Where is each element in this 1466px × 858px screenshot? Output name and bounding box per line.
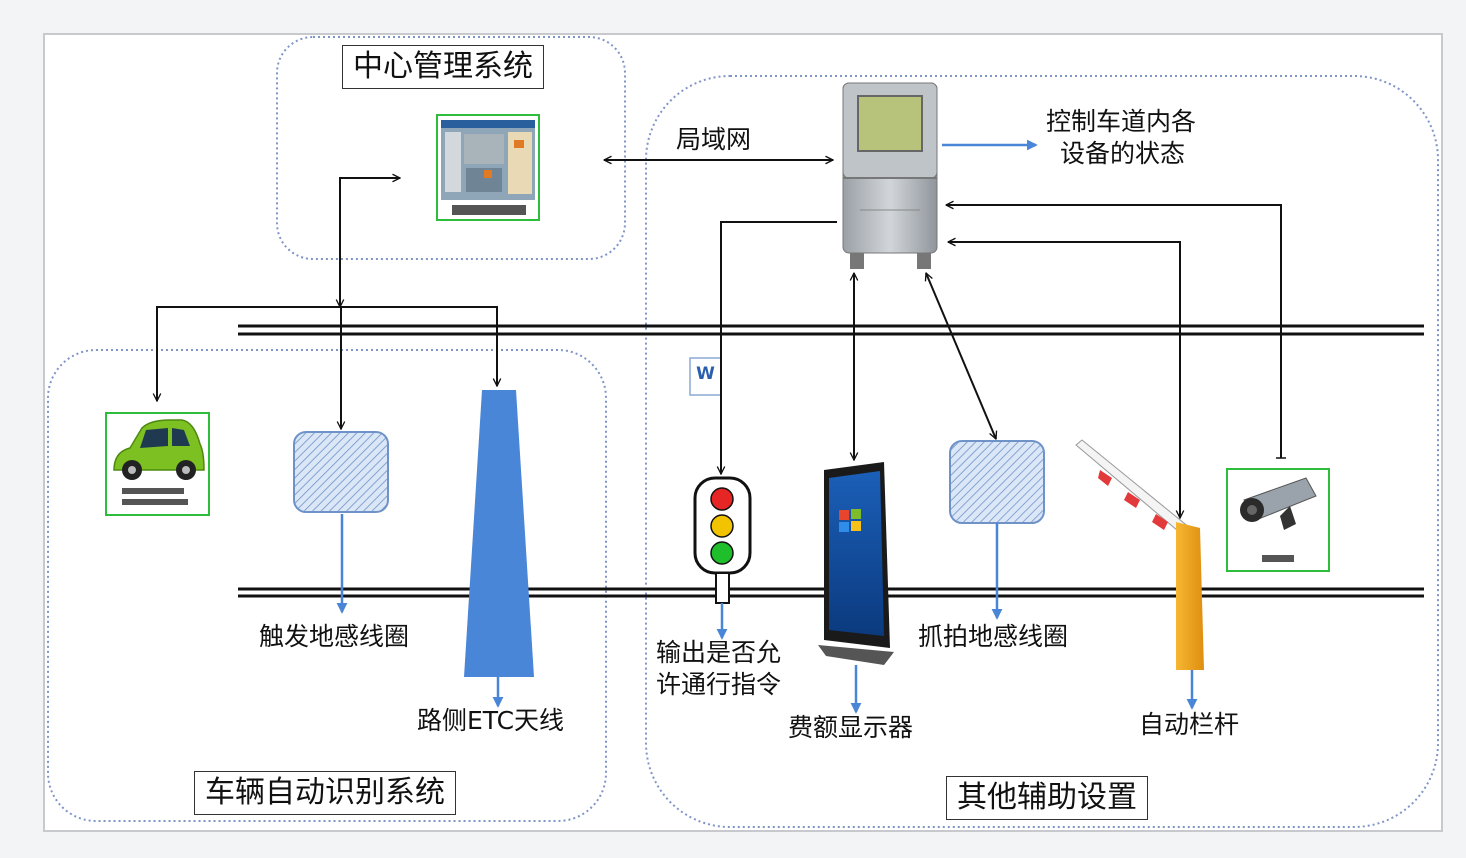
car-icon [105,412,210,516]
center-system-region [276,36,626,260]
auto-barrier-label: 自动栏杆 [1139,710,1240,739]
pass-command-label-line1: 输出是否允 [656,638,782,667]
road-lane-upper [238,324,1424,336]
traffic-light-icon [693,476,752,604]
roadside-antenna-label: 路侧ETC天线 [417,706,565,735]
capture-loop-icon [949,440,1045,524]
management-screenshot-icon [436,114,540,221]
vehicle-recognition-title: 车辆自动识别系统 [194,771,456,815]
trigger-loop-label: 触发地感线圈 [259,622,410,651]
trigger-loop-icon [293,431,389,513]
status-output-arrows [336,139,1198,714]
capture-loop-label: 抓拍地感线圈 [918,622,1069,651]
fee-display-kiosk-icon [818,462,894,665]
pass-command-label-line2: 许通行指令 [656,670,782,699]
connector-arrows [157,160,1282,518]
center-system-title: 中心管理系统 [342,45,544,89]
camera-icon [1226,468,1330,572]
auxiliary-region [645,75,1439,828]
auxiliary-title: 其他辅助设置 [946,776,1148,820]
roadside-antenna-icon [464,390,534,677]
control-status-label-line2: 设备的状态 [1060,139,1186,168]
lane-controller-icon [842,82,938,269]
fee-display-label: 费额显示器 [788,713,914,742]
word-document-badge: W [696,364,715,384]
outer-frame [43,33,1443,832]
control-status-label-line1: 控制车道内各 [1046,107,1197,136]
lan-label: 局域网 [676,125,752,154]
vehicle-recognition-region [47,349,607,822]
